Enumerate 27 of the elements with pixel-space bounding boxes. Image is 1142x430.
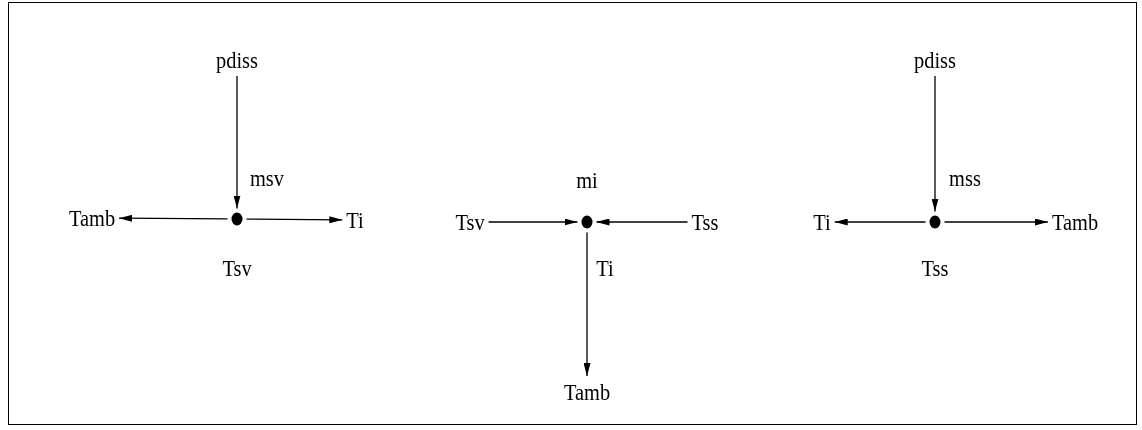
- variable-label: msv: [250, 166, 284, 190]
- arrow: [245, 216, 343, 224]
- variable-label: Ti: [813, 210, 831, 234]
- arrow: [118, 214, 229, 222]
- arrow: [931, 75, 939, 213]
- variable-label: Tamb: [68, 206, 116, 230]
- variable-label: pdiss: [914, 48, 956, 72]
- arrow: [583, 231, 591, 377]
- junction-dot: [231, 212, 243, 226]
- junction-dot: [929, 215, 941, 229]
- variable-label: Tsv: [455, 210, 485, 234]
- arrow: [943, 218, 1049, 226]
- variable-label: pdiss: [216, 48, 258, 72]
- arrow: [487, 218, 579, 226]
- variable-label: Tss: [691, 210, 719, 234]
- arrow: [233, 75, 241, 210]
- variable-label: mss: [949, 166, 981, 190]
- variable-label: Tamb: [1051, 210, 1099, 234]
- variable-label: Ti: [596, 256, 614, 280]
- junction-dot: [581, 215, 593, 229]
- arrow: [595, 218, 689, 226]
- variable-label: Ti: [346, 208, 364, 232]
- arrow: [834, 218, 927, 226]
- variable-label: Tsv: [222, 256, 252, 280]
- variable-label: Tss: [921, 256, 949, 280]
- variable-label: Tamb: [563, 380, 611, 404]
- variable-label: mi: [576, 168, 598, 192]
